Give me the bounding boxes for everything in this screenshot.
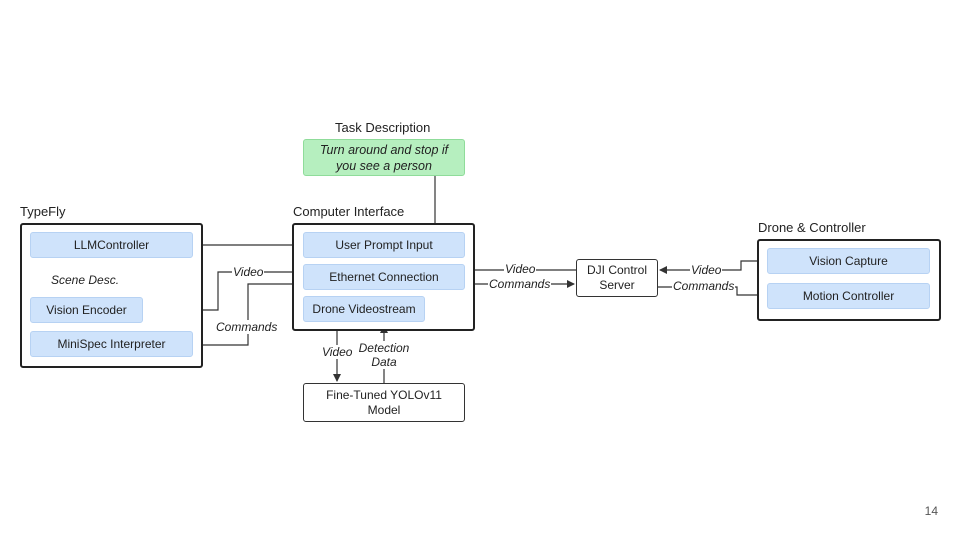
- label-commands-dji-drone: Commands: [672, 279, 736, 293]
- task-title: Task Description: [335, 120, 431, 135]
- task-description-box: Turn around and stop if you see a person: [303, 139, 465, 176]
- computer-interface-title: Computer Interface: [293, 204, 405, 219]
- minispec-interpreter-node: MiniSpec Interpreter: [30, 331, 193, 357]
- label-detection-data: Detection Data: [354, 341, 414, 369]
- typefly-title: TypeFly: [20, 204, 66, 219]
- user-prompt-input-node: User Prompt Input: [303, 232, 465, 258]
- scene-desc-label: Scene Desc.: [50, 273, 121, 287]
- label-video-ci-typefly: Video: [232, 265, 265, 279]
- label-video-drone-dji: Video: [690, 263, 723, 277]
- llmcontroller-node: LLMController: [30, 232, 193, 258]
- vision-capture-node: Vision Capture: [767, 248, 930, 274]
- dji-control-server-node: DJI Control Server: [576, 259, 658, 297]
- drone-videostream-node: Drone Videostream: [303, 296, 425, 322]
- vision-encoder-node: Vision Encoder: [30, 297, 143, 323]
- label-commands-typefly-ci: Commands: [215, 320, 279, 334]
- motion-controller-node: Motion Controller: [767, 283, 930, 309]
- label-video-to-yolo: Video: [321, 345, 354, 359]
- page-number: 14: [924, 504, 938, 518]
- ethernet-connection-node: Ethernet Connection: [303, 264, 465, 290]
- drone-controller-title: Drone & Controller: [758, 220, 866, 235]
- label-video-dji-ci: Video: [504, 262, 537, 276]
- label-commands-ci-dji: Commands: [488, 277, 552, 291]
- edge-minispec-to-ethernet: [194, 280, 302, 346]
- yolo-model-node: Fine-Tuned YOLOv11 Model: [303, 383, 465, 422]
